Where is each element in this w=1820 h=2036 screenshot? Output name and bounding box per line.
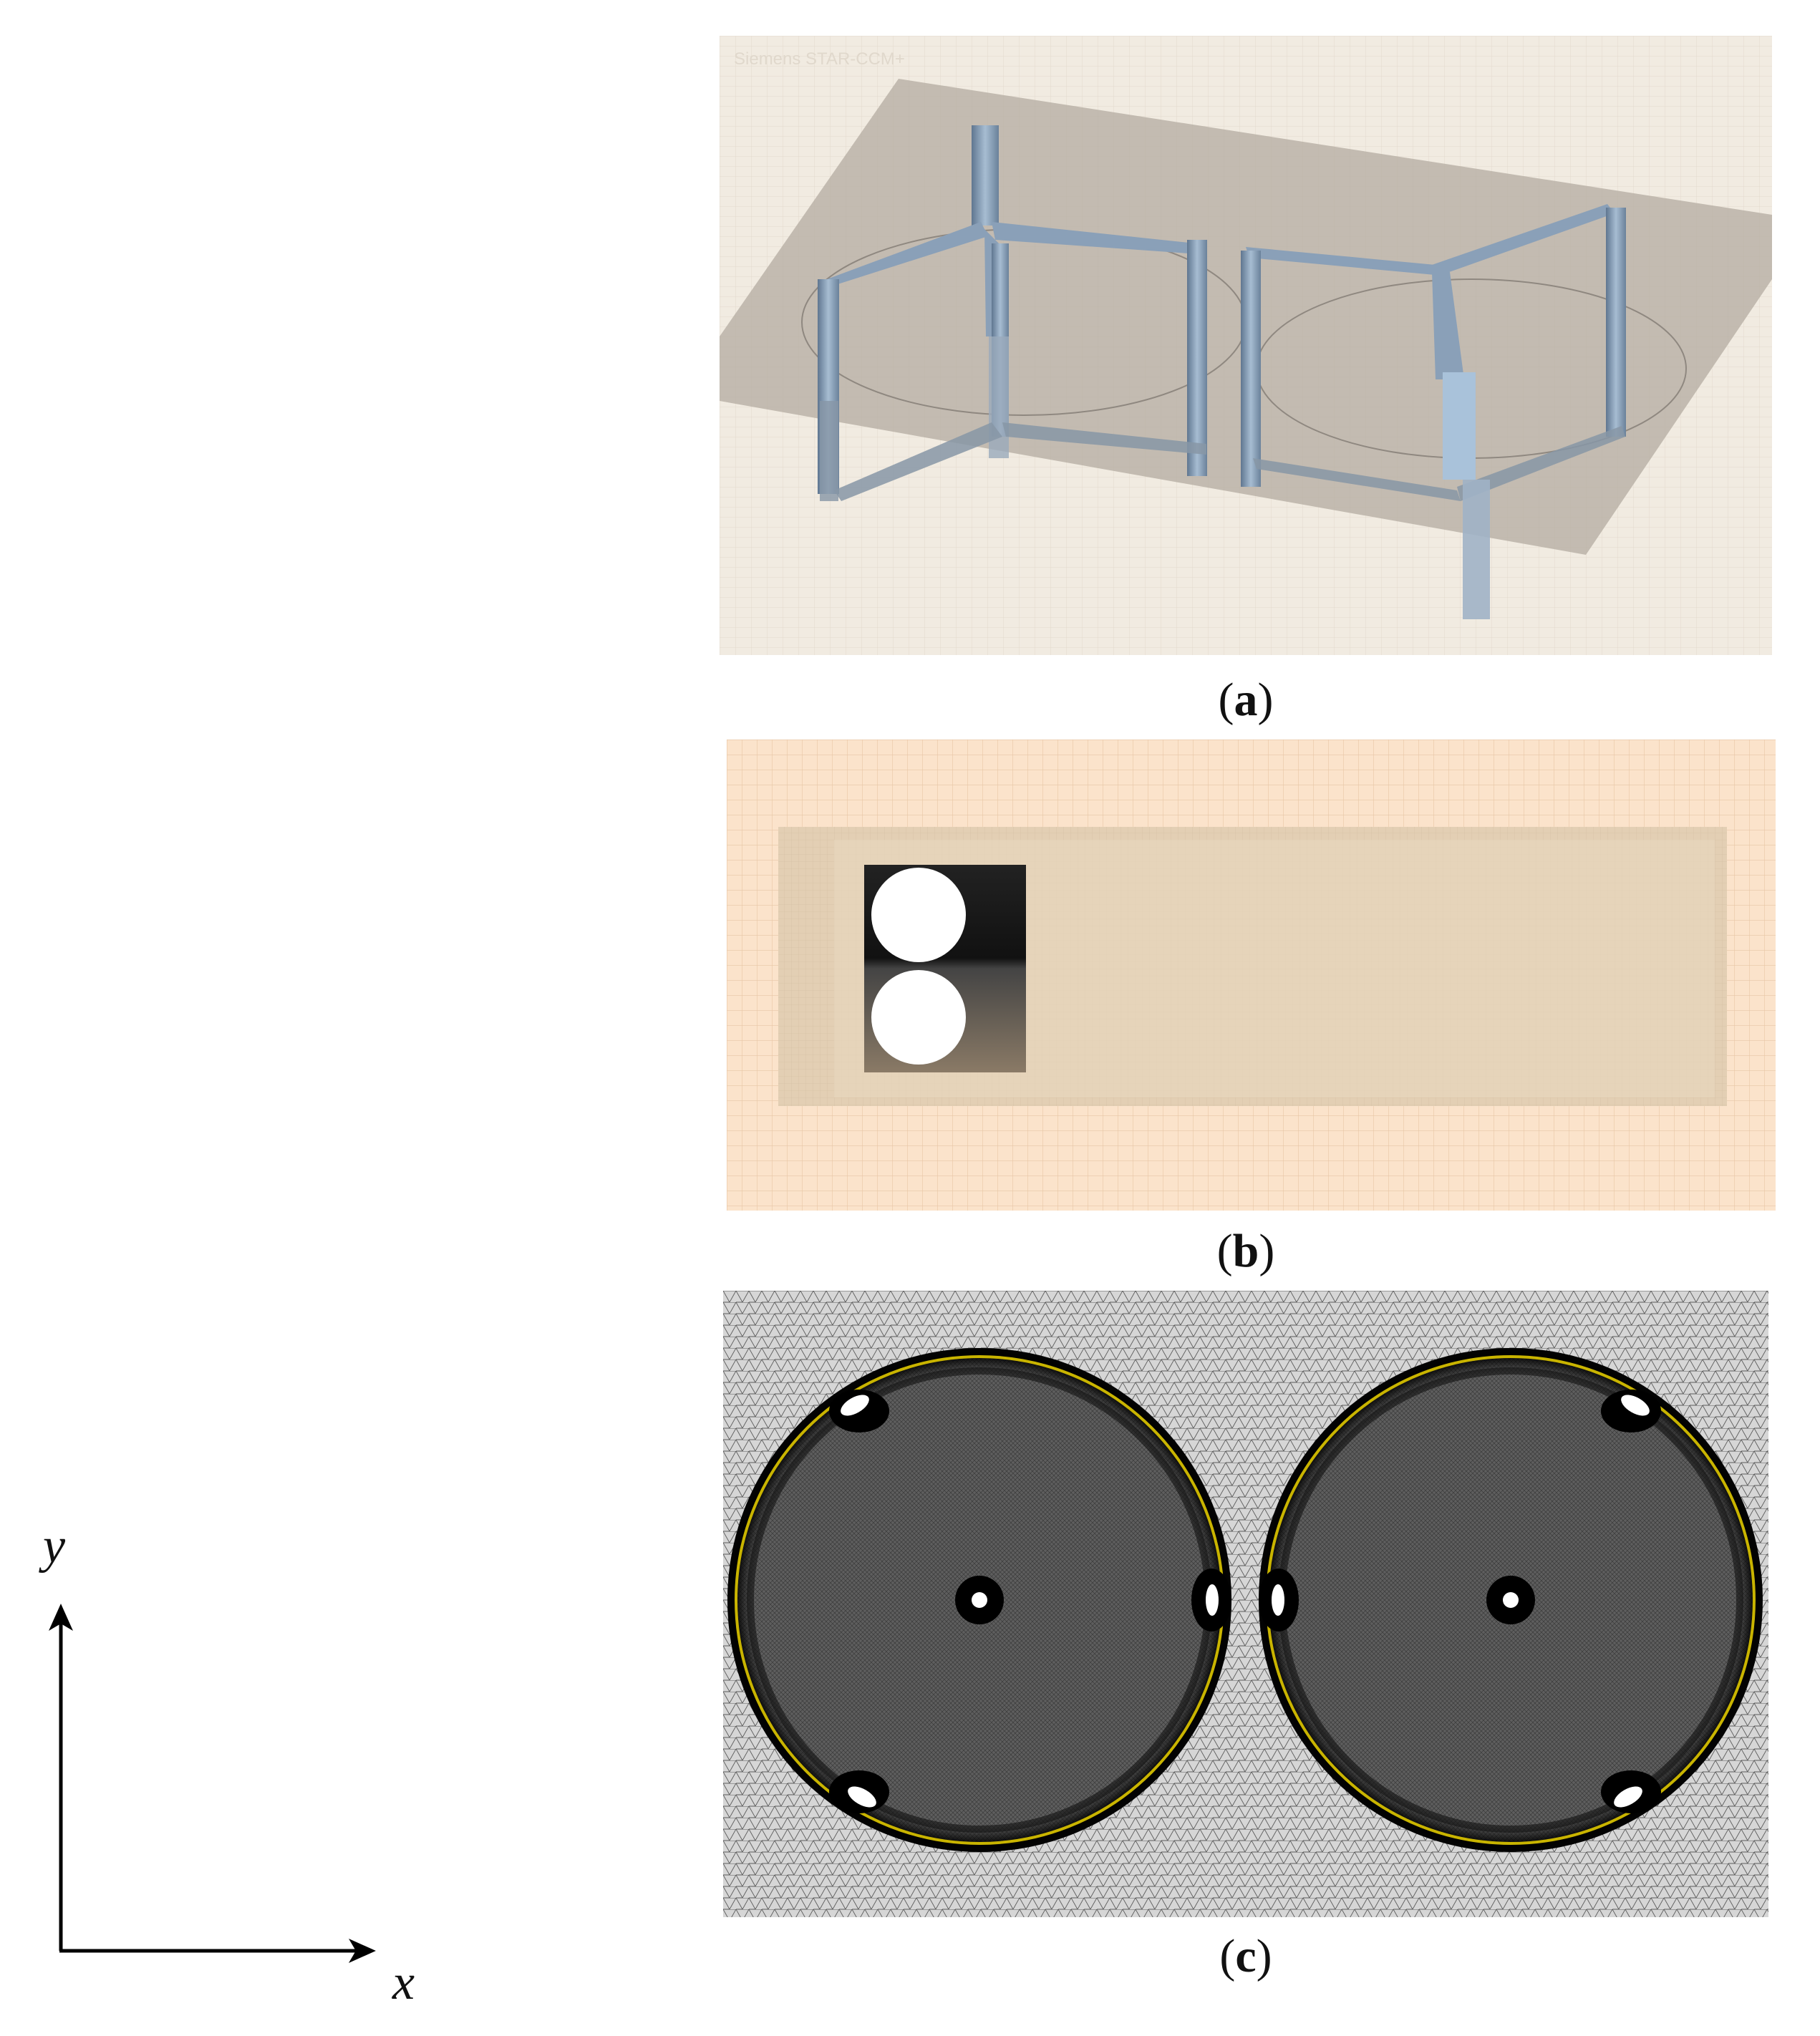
blade-right-2	[1272, 1584, 1284, 1616]
software-watermark: Siemens STAR-CCM+	[734, 49, 905, 69]
turbine-3d-render: Siemens STAR-CCM+	[720, 36, 1772, 655]
blade-left-2	[1206, 1584, 1219, 1616]
rotor-mesh-right	[1259, 1348, 1763, 1852]
turbine-left	[818, 125, 1207, 501]
domain-mesh-view	[727, 740, 1776, 1211]
y-arrow-head	[49, 1604, 73, 1631]
rotor-mesh-view	[723, 1291, 1768, 1917]
rotor-left-bottom	[871, 970, 966, 1065]
blade-right-1	[1621, 1395, 1650, 1416]
panel-a-3d-view: Siemens STAR-CCM+	[720, 36, 1772, 655]
caption-b: (b)	[1216, 1225, 1275, 1277]
panel-c-rotor-mesh	[723, 1291, 1768, 1917]
blade-left-1	[841, 1395, 869, 1416]
x-arrow-head	[349, 1939, 376, 1963]
caption-c: (c)	[1219, 1930, 1272, 1982]
shaft-right	[1503, 1592, 1519, 1608]
shaft-left	[972, 1592, 987, 1608]
x-axis-label: x	[392, 1955, 415, 2010]
rotor-left-top	[871, 868, 966, 962]
turbine-right	[1241, 204, 1626, 619]
blade-left-3	[848, 1786, 876, 1808]
caption-a: (a)	[1218, 674, 1274, 726]
y-axis-label: y	[43, 1518, 66, 1574]
panel-b-mesh-domain	[727, 740, 1776, 1211]
coordinate-axes	[29, 1596, 401, 1997]
rotor-mesh-left	[727, 1348, 1231, 1852]
blade-right-3	[1614, 1786, 1642, 1808]
